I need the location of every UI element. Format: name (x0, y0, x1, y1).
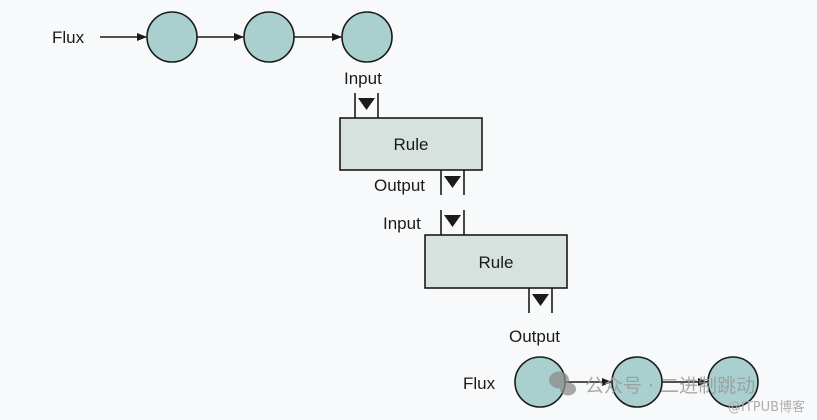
rule-2-input-label: Input (383, 214, 421, 233)
rule-1-output-triangle-icon (444, 176, 461, 188)
rule-1-input-port (354, 93, 379, 118)
top-flux-node-3 (341, 11, 393, 63)
rule-2-box (424, 234, 568, 289)
rule-2-input-triangle-icon (444, 215, 461, 227)
rule-1-input-label: Input (344, 69, 382, 88)
rule-2-input-port (440, 210, 465, 235)
rule-2-output-label: Output (509, 327, 560, 346)
bottom-flux-node-3 (707, 356, 759, 408)
rule-2-label: Rule (479, 253, 514, 272)
top-flux-node-2 (243, 11, 295, 63)
rule-1-output-port (440, 170, 465, 195)
rule-1-input-triangle-icon (358, 98, 375, 110)
rule-1-label: Rule (394, 135, 429, 154)
top-flux-label: Flux (52, 28, 85, 47)
watermark-subtext: @ITPUB博客 (728, 399, 805, 415)
rule-2-output-triangle-icon (532, 294, 549, 306)
rule-1-output-label: Output (374, 176, 425, 195)
rule-2-output-port (528, 288, 553, 313)
watermark-text: 公众号 · 二进制跳动 (585, 375, 755, 397)
bottom-flux-label: Flux (463, 374, 496, 393)
wechat-icon (549, 371, 576, 396)
rule-1-box (339, 117, 483, 171)
top-flux-node-1 (146, 11, 198, 63)
